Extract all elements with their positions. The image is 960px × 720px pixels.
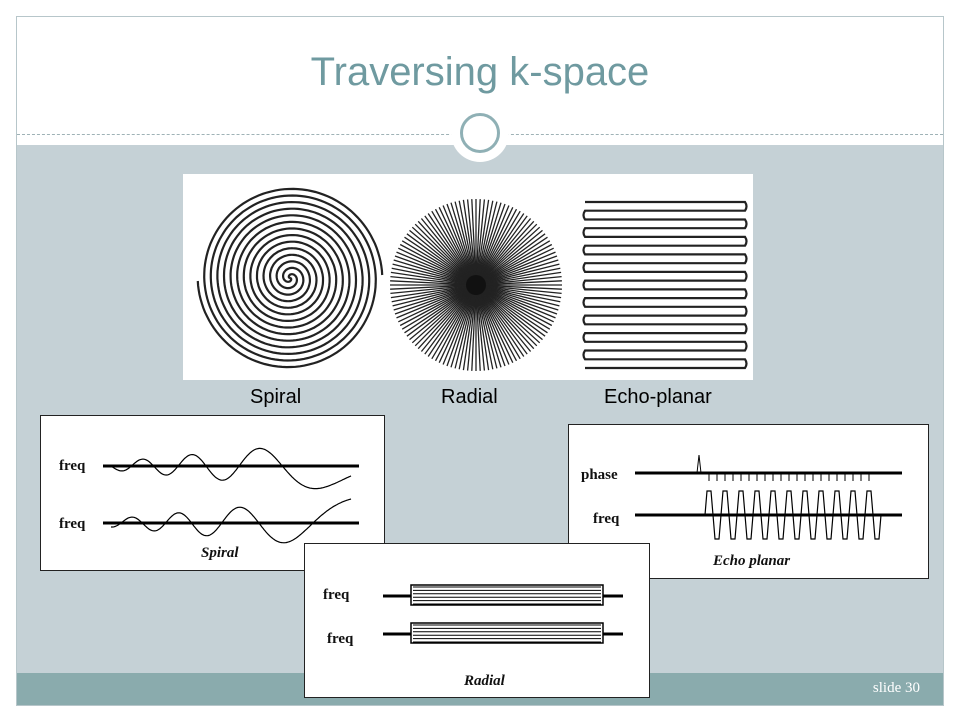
spiral-label: Spiral	[250, 386, 302, 408]
slide-title: Traversing k-space	[310, 50, 650, 94]
epi-phase-label: phase	[581, 467, 618, 483]
spiral-freq-label-bottom: freq	[59, 516, 86, 532]
epi-phase-blips	[696, 454, 870, 481]
radial-waveforms	[383, 584, 623, 644]
echo-planar-waveforms	[635, 454, 902, 540]
spiral-trajectory	[196, 187, 384, 369]
spiral-wave-bottom	[111, 498, 352, 544]
radial-gradient-bars	[383, 584, 623, 644]
epi-freq-wave	[704, 490, 882, 540]
spiral-freq-label-top: freq	[59, 458, 86, 474]
ring-ornament-inner	[460, 113, 500, 153]
radial-trajectory	[390, 199, 562, 371]
kspace-trajectory-drawing	[196, 187, 748, 371]
echo-planar-panel-caption: Echo planar	[713, 553, 791, 569]
radial-freq-label-top: freq	[323, 587, 350, 603]
spiral-waveforms	[103, 447, 359, 544]
radial-freq-label-bottom: freq	[327, 631, 354, 647]
spiral-wave-top	[110, 447, 352, 490]
epi-freq-label: freq	[593, 511, 620, 527]
radial-gradient-panel: freq freq Radial	[304, 543, 650, 698]
echo-planar-label: Echo-planar	[604, 386, 712, 408]
radial-panel-caption: Radial	[464, 673, 505, 689]
kspace-trajectory-image	[183, 174, 753, 380]
spiral-panel-caption: Spiral	[201, 545, 239, 561]
echo-planar-trajectory	[582, 200, 748, 370]
radial-label: Radial	[441, 386, 498, 408]
slide-number: slide 30	[872, 680, 920, 696]
